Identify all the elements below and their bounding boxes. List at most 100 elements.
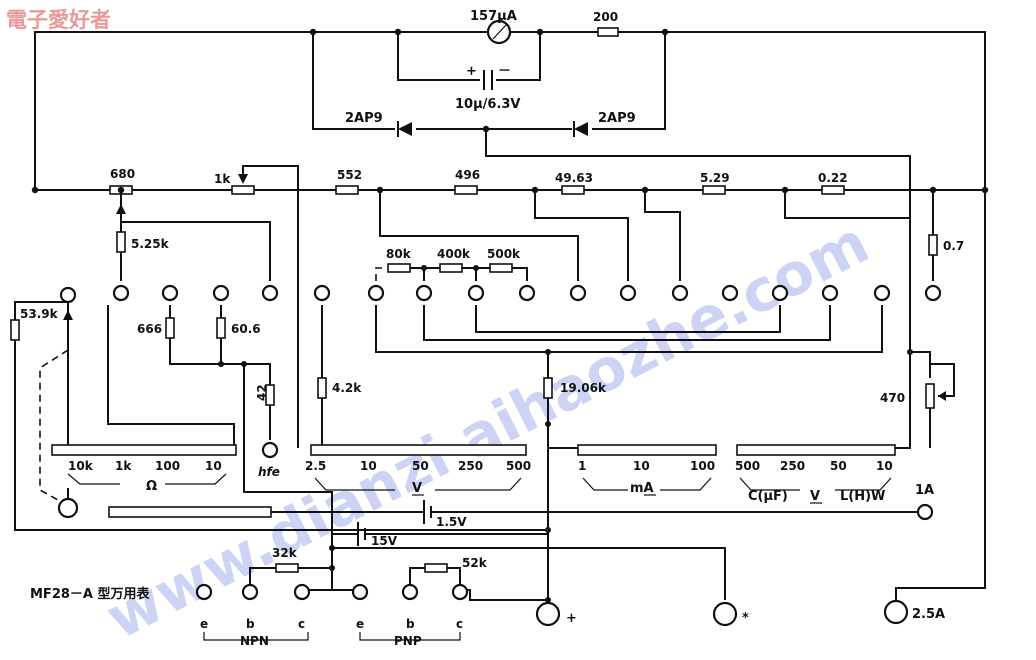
- resistor-19-06k: [543, 377, 553, 399]
- acv-v-label: V: [810, 489, 820, 504]
- jack-ma-10[interactable]: [619, 284, 637, 302]
- resistor-1k: [231, 185, 255, 195]
- resistor-49-63-label: 49.63: [555, 171, 593, 185]
- jack-v-50[interactable]: [415, 284, 433, 302]
- jack-v-500[interactable]: [518, 284, 536, 302]
- resistor-53-9k: [10, 319, 20, 341]
- resistor-52k: [424, 563, 448, 573]
- socket-pnp-e[interactable]: [351, 583, 369, 601]
- voltage-switch-bar[interactable]: [310, 444, 527, 456]
- v-tick-2-5: 2.5: [305, 459, 326, 473]
- jack-v-250[interactable]: [467, 284, 485, 302]
- capacitor-label: 10μ/6.3V: [455, 97, 521, 112]
- jack-1a[interactable]: [916, 503, 934, 521]
- resistor-200: [597, 27, 619, 37]
- resistor-500k: [489, 263, 513, 273]
- pnp-label: PNP: [394, 634, 422, 648]
- pin-label-npn-c: c: [298, 617, 305, 631]
- acv-tick-10: 10: [876, 459, 893, 473]
- jack-ma-1[interactable]: [569, 284, 587, 302]
- hfe-label: hfe: [258, 465, 280, 479]
- resistor-4-2k-label: 4.2k: [332, 381, 362, 395]
- resistor-470-label: 470: [880, 391, 905, 405]
- ma-tick-1: 1: [578, 459, 586, 473]
- bottom-jacks: [535, 599, 909, 627]
- jack-row-top: [59, 284, 942, 459]
- resistor-5-29-label: 5.29: [700, 171, 730, 185]
- resistor-53-9k-label: 53.9k: [20, 307, 59, 321]
- acv-switch-bar[interactable]: [736, 444, 896, 456]
- acv-tick-500: 500: [735, 459, 760, 473]
- battery-switch-bar[interactable]: [108, 506, 272, 518]
- socket-pnp-c[interactable]: [451, 583, 469, 601]
- site-logo: 電子愛好者: [6, 7, 111, 32]
- resistor-60-6: [216, 317, 226, 339]
- v-label: V: [412, 481, 422, 496]
- diode-icon: [574, 122, 588, 136]
- plus-jack-label: +: [566, 611, 577, 626]
- range-switch-bars: [51, 444, 896, 518]
- jack-ohm-53-9k[interactable]: [59, 286, 77, 304]
- jack-positive[interactable]: [535, 601, 561, 627]
- acv-l-label: L(H)W: [840, 489, 885, 504]
- resistor-470: [925, 383, 935, 409]
- resistor-0-22: [821, 185, 845, 195]
- jack-ohm-10[interactable]: [261, 284, 279, 302]
- ohm-tick-10: 10: [205, 459, 222, 473]
- cap-plus-label: +: [466, 64, 477, 79]
- resistor-52k-label: 52k: [462, 556, 488, 570]
- jack-acv-10[interactable]: [873, 284, 891, 302]
- jack-v-10[interactable]: [367, 284, 385, 302]
- transistor-socket: [195, 563, 548, 641]
- meter-section: [34, 19, 986, 352]
- jack-ohm-100[interactable]: [212, 284, 230, 302]
- resistor-552-label: 552: [337, 168, 362, 182]
- resistor-5-25k-label: 5.25k: [131, 237, 170, 251]
- v-tick-500: 500: [506, 459, 531, 473]
- diode-right-label: 2AP9: [598, 111, 636, 126]
- jack-common[interactable]: [712, 601, 738, 627]
- jack-acv-50[interactable]: [821, 284, 839, 302]
- jack-hfe[interactable]: [261, 441, 279, 459]
- jack-2-5a[interactable]: [883, 599, 909, 625]
- pin-label-pnp-c: c: [456, 617, 463, 631]
- socket-pnp-b[interactable]: [401, 583, 419, 601]
- jack-ohm-1k[interactable]: [161, 284, 179, 302]
- v-tick-50: 50: [412, 459, 429, 473]
- v-tick-250: 250: [458, 459, 483, 473]
- battery-15v-label: 15V: [371, 534, 398, 548]
- resistor-200-label: 200: [593, 10, 618, 24]
- resistor-666-label: 666: [137, 322, 162, 336]
- resistor-400k-label: 400k: [437, 247, 471, 261]
- jack-ma-100[interactable]: [671, 284, 689, 302]
- jack-ohm-10k[interactable]: [112, 284, 130, 302]
- jack-acv-500[interactable]: [721, 284, 739, 302]
- cap-minus-label: －: [498, 64, 511, 79]
- ma-tick-100: 100: [690, 459, 715, 473]
- pin-label-pnp-b: b: [406, 617, 415, 631]
- resistor-80k-label: 80k: [386, 247, 412, 261]
- diode-icon: [398, 122, 412, 136]
- resistor-80k: [387, 263, 411, 273]
- jack-acv-250[interactable]: [771, 284, 789, 302]
- resistor-32k: [275, 563, 299, 573]
- resistor-19-06k-label: 19.06k: [560, 381, 607, 395]
- diode-left-label: 2AP9: [345, 111, 383, 126]
- socket-npn-e[interactable]: [195, 583, 213, 601]
- v-tick-10: 10: [360, 459, 377, 473]
- pin-label-npn-e: e: [200, 617, 208, 631]
- meter-label: 157μA: [470, 9, 517, 24]
- amp-1-label: 1A: [915, 483, 934, 498]
- jack-1a-shunt[interactable]: [924, 284, 942, 302]
- jack-ohm-common[interactable]: [57, 497, 79, 519]
- ma-tick-10: 10: [633, 459, 650, 473]
- ma-label: mA: [630, 481, 654, 496]
- jack-v-2-5[interactable]: [313, 284, 331, 302]
- resistor-496-label: 496: [455, 168, 480, 182]
- socket-npn-c[interactable]: [293, 583, 311, 601]
- current-switch-bar[interactable]: [577, 444, 717, 456]
- resistor-0-22-label: 0.22: [818, 171, 848, 185]
- socket-npn-b[interactable]: [241, 583, 259, 601]
- ohm-switch-bar[interactable]: [51, 444, 237, 456]
